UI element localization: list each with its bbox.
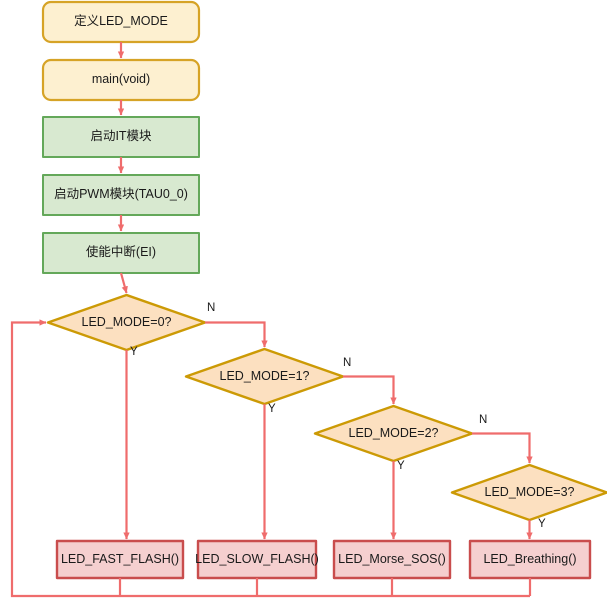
edge-label-n-2: N <box>479 414 488 426</box>
edge-enable_int-to-decision_0 <box>119 272 128 294</box>
node-decision_3[interactable] <box>450 463 607 522</box>
node-main_void[interactable] <box>41 58 201 102</box>
node-breathing[interactable] <box>468 539 592 580</box>
edge-label-n-0: N <box>207 302 216 314</box>
edge-label-n-1: N <box>343 357 352 369</box>
node-start_pwm[interactable] <box>42 174 200 216</box>
edge-label-y-3: Y <box>538 518 546 530</box>
edge-decision_2-to-decision_3-no <box>472 432 533 464</box>
edge-label-y-0: Y <box>130 346 138 358</box>
edge-loop-return <box>10 319 530 598</box>
edge-label-y-2: Y <box>397 460 405 472</box>
edge-label-y-1: Y <box>268 403 276 415</box>
node-fast_flash[interactable] <box>55 539 185 580</box>
edge-decision_1-to-decision_2-no <box>343 375 397 405</box>
node-enable_int[interactable] <box>42 232 200 274</box>
edge-decision_0-to-decision_1-no <box>205 321 268 348</box>
node-morse_sos[interactable] <box>332 539 452 580</box>
node-decision_1[interactable] <box>184 347 345 406</box>
node-slow_flash[interactable] <box>196 539 318 580</box>
node-decision_2[interactable] <box>313 404 474 463</box>
node-def_led_mode[interactable] <box>41 0 201 44</box>
node-decision_0[interactable] <box>46 293 207 352</box>
node-start_it[interactable] <box>42 116 200 158</box>
